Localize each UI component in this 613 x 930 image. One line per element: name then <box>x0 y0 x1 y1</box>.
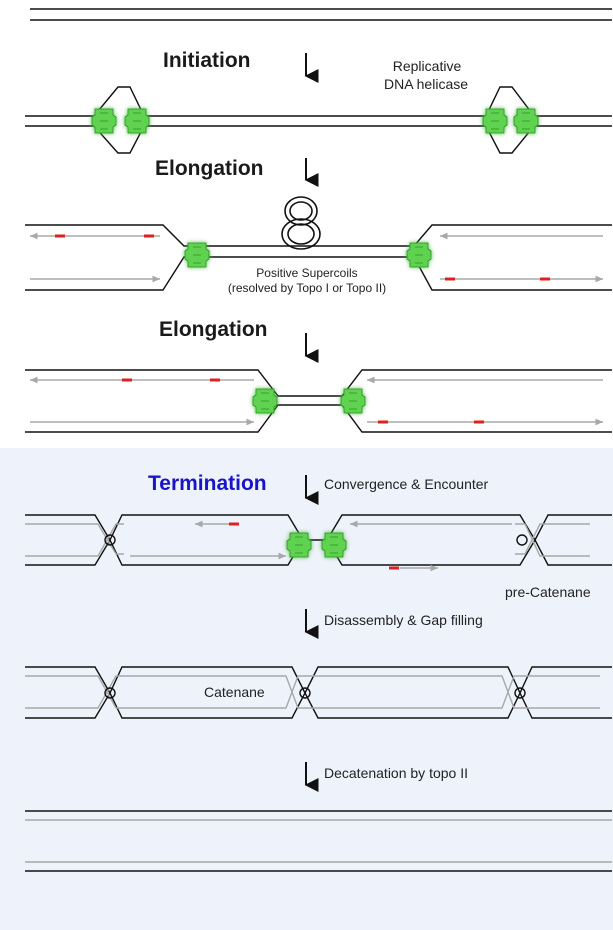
helicase-label-line1: Replicative <box>392 58 462 74</box>
helicase-icon <box>514 109 538 133</box>
primers <box>55 234 550 281</box>
supercoil-icon <box>281 196 321 250</box>
parental-duplex <box>30 8 612 21</box>
stage-title-elongation-1: Elongation <box>155 157 264 180</box>
daughter-duplexes <box>25 810 612 872</box>
stage-title-elongation-2: Elongation <box>159 318 268 341</box>
helicase-label-line2: DNA helicase <box>383 76 469 92</box>
elongation-1-nascent-strands <box>30 232 603 283</box>
helicase-icon <box>483 109 507 133</box>
stage-title-initiation: Initiation <box>163 49 251 72</box>
helicase-icon <box>92 109 116 133</box>
supercoils-label-line2: (resolved by Topo I or Topo II) <box>227 281 387 295</box>
convergence-label: Convergence & Encounter <box>324 476 489 492</box>
helicase-icon <box>322 533 346 557</box>
helicase-icon <box>287 533 311 557</box>
helicase-icon <box>407 243 431 267</box>
decatenation-label: Decatenation by topo II <box>324 765 468 781</box>
helicase-icon <box>125 109 149 133</box>
helicase-icon <box>341 389 365 413</box>
helicase-icon <box>185 243 209 267</box>
helicase-icon <box>253 389 277 413</box>
pre-catenane-label: pre-Catenane <box>505 584 591 600</box>
disassembly-label: Disassembly & Gap filling <box>324 612 483 628</box>
primers <box>229 522 399 570</box>
primers <box>122 378 484 424</box>
elongation-1-forks <box>25 224 612 291</box>
elongation-2-nascent-strands <box>30 376 603 426</box>
supercoils-label-line1: Positive Supercoils <box>256 266 358 280</box>
stage-title-termination: Termination <box>148 472 267 495</box>
elongation-2-forks <box>25 369 612 433</box>
pre-catenane-duplexes <box>25 514 612 566</box>
catenane-duplexes <box>25 666 612 719</box>
termination-nascent-strands <box>130 520 512 572</box>
catenane-label: Catenane <box>204 684 265 700</box>
